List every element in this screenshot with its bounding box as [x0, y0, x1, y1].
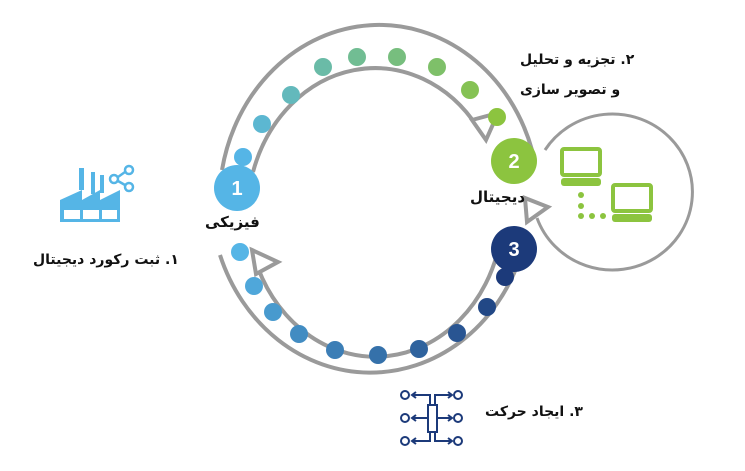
flow-dot [245, 277, 263, 295]
node-3-number: 3 [508, 239, 519, 261]
flow-dot [461, 81, 479, 99]
system-circle [535, 112, 694, 272]
flow-dot [264, 303, 282, 321]
flow-dot [410, 340, 428, 358]
node-1-label: فیزیکی [205, 213, 260, 231]
arrowhead-from-system [522, 194, 553, 226]
flow-dot [488, 108, 506, 126]
arrowhead-to-physical [249, 246, 283, 278]
flow-dot [290, 325, 308, 343]
flow-dot [231, 243, 249, 261]
flow-dot [369, 346, 387, 364]
computers-network-icon [560, 147, 653, 222]
flow-dot [314, 58, 332, 76]
flow-dot [282, 86, 300, 104]
step-2-caption-line1: ۲. تجزیه و تحلیل [520, 52, 635, 68]
node-2-label: دیجیتال [470, 188, 526, 206]
factory-share-icon [60, 164, 135, 222]
flow-dot [496, 268, 514, 286]
step-1-caption: ۱. ثبت رکورد دیجیتال [33, 252, 179, 268]
flow-dot [326, 341, 344, 359]
actuator-arrows-icon [400, 390, 463, 446]
flow-dot [448, 324, 466, 342]
step-3-caption: ۳. ایجاد حرکت [485, 404, 583, 420]
flow-dot [348, 48, 366, 66]
step-2-caption-line2: و تصویر سازی [520, 82, 621, 98]
node-1-number: 1 [231, 178, 242, 200]
flow-dot [428, 58, 446, 76]
node-3[interactable]: 3 [491, 226, 537, 272]
flow-dot [478, 298, 496, 316]
cycle-track [218, 22, 534, 375]
flow-dot [234, 148, 252, 166]
flow-dot [388, 48, 406, 66]
node-2-number: 2 [508, 151, 519, 173]
node-2[interactable]: 2 [491, 138, 537, 184]
node-1[interactable]: 1 [214, 165, 260, 211]
flow-dot [253, 115, 271, 133]
